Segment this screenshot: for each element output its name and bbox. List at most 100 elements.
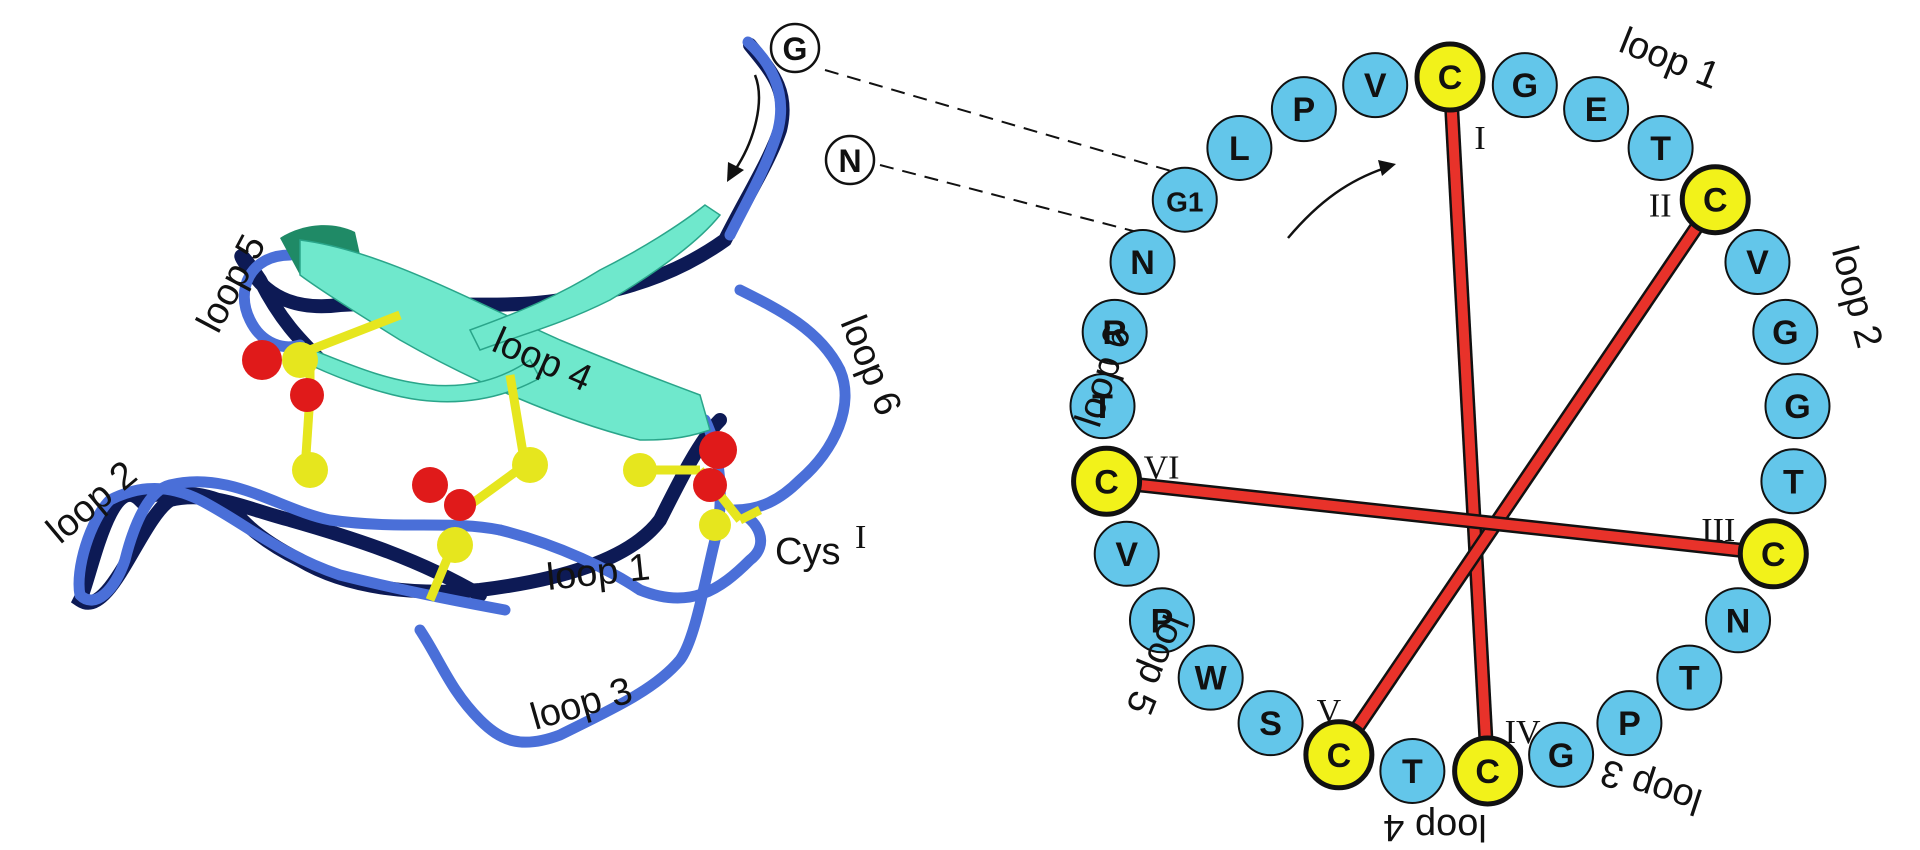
residue-letter: T [1650,130,1671,168]
residue-circle [1069,373,1136,440]
residue-1: C [1414,41,1486,113]
residue-circle [1491,52,1558,119]
residue-letter: T [1092,388,1113,426]
beta-sheet-lower [299,343,542,403]
residue-letter: G1 [1166,187,1203,218]
residue-5: C [1679,164,1751,236]
cysteine-circle [1679,164,1751,236]
direction-arrow-3d [733,74,761,171]
residue-letter: T [1783,463,1804,501]
residue-2: G [1491,52,1558,119]
residue-letter: G [1548,737,1574,775]
residue-letter: C [1475,753,1500,791]
residue-25: N [1109,228,1176,295]
sulfur-atom [623,453,657,487]
residue-letter: E [1585,91,1608,129]
residue-circle [1081,298,1148,365]
n-terminus-circle [824,134,876,186]
residue-circle [1563,76,1630,143]
residue-letter: C [1327,737,1352,775]
ss-stick [308,310,402,355]
residue-circle [1093,520,1160,587]
cysteine-circle [1737,518,1809,590]
residue-8: G [1764,373,1831,440]
disulfide-bond-lines [1131,102,1749,746]
g-terminus-label: G [783,31,808,67]
cysteine-numeral-II: II [1649,188,1672,225]
residue-letter: C [1438,59,1463,97]
sulfur-atom [437,527,473,563]
residue-letter: T [1679,660,1700,698]
residue-letter: P [1618,705,1641,743]
ss-stick [737,505,763,525]
cysteine-numeral-IV: IV [1505,714,1541,751]
cysteine-circle [1414,41,1486,113]
residue-24: R [1081,298,1148,365]
cysteine-numeral-III: III [1701,512,1735,549]
residue-letter: P [1293,91,1316,129]
backbone-loop6 [729,284,851,516]
residue-letter: V [1746,244,1769,282]
oxygen-atom [242,340,282,380]
residue-22: C [1071,445,1143,517]
residue-circle [1206,114,1273,181]
disulfide-bonds-3d [242,310,763,602]
ring-loop1-label: loop 1 [1614,20,1726,98]
oxygen-atom [412,467,448,503]
cys-label: Cys [775,531,840,573]
residue-9: T [1760,448,1827,515]
residue-circle [1764,373,1831,440]
disulfide-bond-II-V [1349,218,1705,737]
residue-letter: G [1784,388,1810,426]
residue-circle [1151,166,1218,233]
n-terminus-label: N [838,143,861,179]
residue-circle [1528,721,1595,788]
oxygen-atom [699,431,737,469]
residue-letter: G [1772,314,1798,352]
residue-circle [1627,114,1694,181]
residue-circle [1342,52,1409,119]
residue-6: V [1724,228,1791,295]
residue-circle [1724,228,1791,295]
dashed-connector-g [824,69,1196,179]
ring-loop2-label: loop 2 [1823,241,1890,352]
ring-loop3-label: loop 3 [1596,750,1707,822]
g-terminus-circle [769,22,821,74]
residue-letter: C [1761,536,1786,574]
residue-19: W [1177,644,1244,711]
residue-letter: V [1115,536,1138,574]
residue-letter: N [1726,602,1751,640]
residue-circle [1177,644,1244,711]
residue-28: P [1270,76,1337,143]
residue-letter: R [1102,314,1127,352]
direction-arrowhead-3d [727,162,744,182]
dashed-connector-n [879,164,1161,239]
ring-loop4-label: loop 4 [1383,806,1487,848]
beta-sheet-upper [468,204,722,351]
residue-27: L [1206,114,1273,181]
residue-circle [1109,228,1176,295]
residue-letter: V [1364,67,1387,105]
residue-letter: P [1151,602,1174,640]
residue-13: P [1596,690,1663,757]
ring-direction-arrow [1287,166,1386,239]
residue-letter: C [1094,463,1119,501]
residue-letter: S [1259,705,1282,743]
sulfur-atom [512,447,548,483]
cysteine-circle [1303,719,1375,791]
oxygen-atom [693,468,727,502]
backbone-loop5 [238,249,306,353]
residue-4: T [1627,114,1694,181]
residue-18: S [1237,690,1304,757]
backbone [724,36,787,241]
residue-14: G [1528,721,1595,788]
cysteine-numeral-I: I [1474,120,1485,157]
residue-17: C [1303,719,1375,791]
disulfide-bond-I-IV [1446,102,1492,746]
residue-29: V [1342,52,1409,119]
residue-circle [1270,76,1337,143]
residue-circle [1596,690,1663,757]
residue-15: C [1452,735,1524,807]
